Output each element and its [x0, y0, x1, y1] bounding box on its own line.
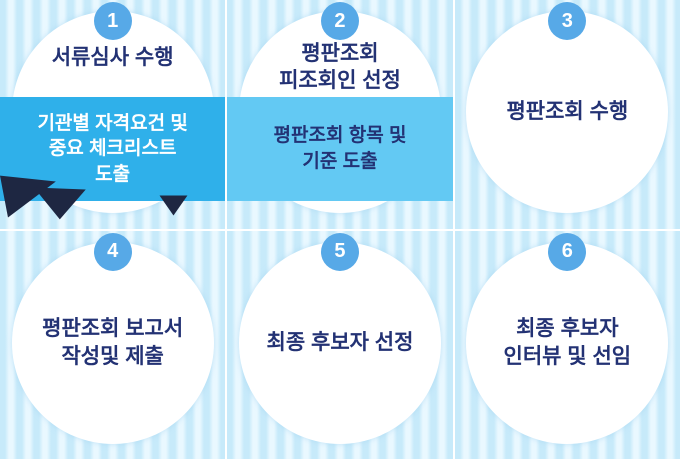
step-detail-box: 기관별 자격요건 및 중요 체크리스트 도출 — [0, 97, 226, 201]
step-title: 최종 후보자 선정 — [266, 330, 414, 354]
step-number-badge: 3 — [548, 2, 587, 40]
step-cell-2: 2 평판조회 피조회인 선정 평판조회 항목 및 기준 도출 — [227, 0, 453, 229]
step-circle — [466, 241, 669, 444]
step-title: 평판조회 피조회인 선정 — [279, 42, 401, 93]
step-number-badge: 2 — [320, 2, 359, 40]
step-cell-6: 6 최종 후보자 인터뷰 및 선임 — [454, 230, 680, 459]
step-cell-3: 3 평판조회 수행 — [454, 0, 680, 229]
step-number-badge: 1 — [93, 2, 132, 40]
step-number-badge: 4 — [93, 232, 132, 271]
step-title: 서류심사 수행 — [51, 46, 174, 69]
step-title: 평판조회 수행 — [506, 100, 629, 124]
step-number-badge: 6 — [548, 232, 587, 271]
step-cell-4: 4 평판조회 보고서 작성및 제출 — [0, 230, 226, 459]
step-cell-5: 5 최종 후보자 선정 — [227, 230, 453, 459]
step-title: 평판조회 보고서 작성및 제출 — [42, 317, 184, 368]
step-cell-1: 1 서류심사 수행 기관별 자격요건 및 중요 체크리스트 도출 — [0, 0, 226, 229]
step-detail-box: 평판조회 항목 및 기준 도출 — [227, 97, 453, 201]
step-circle — [466, 11, 669, 213]
step-number-badge: 5 — [320, 232, 359, 271]
step-circle — [11, 241, 214, 444]
step-circle — [238, 241, 441, 444]
step-title: 최종 후보자 인터뷰 및 선임 — [503, 317, 632, 368]
